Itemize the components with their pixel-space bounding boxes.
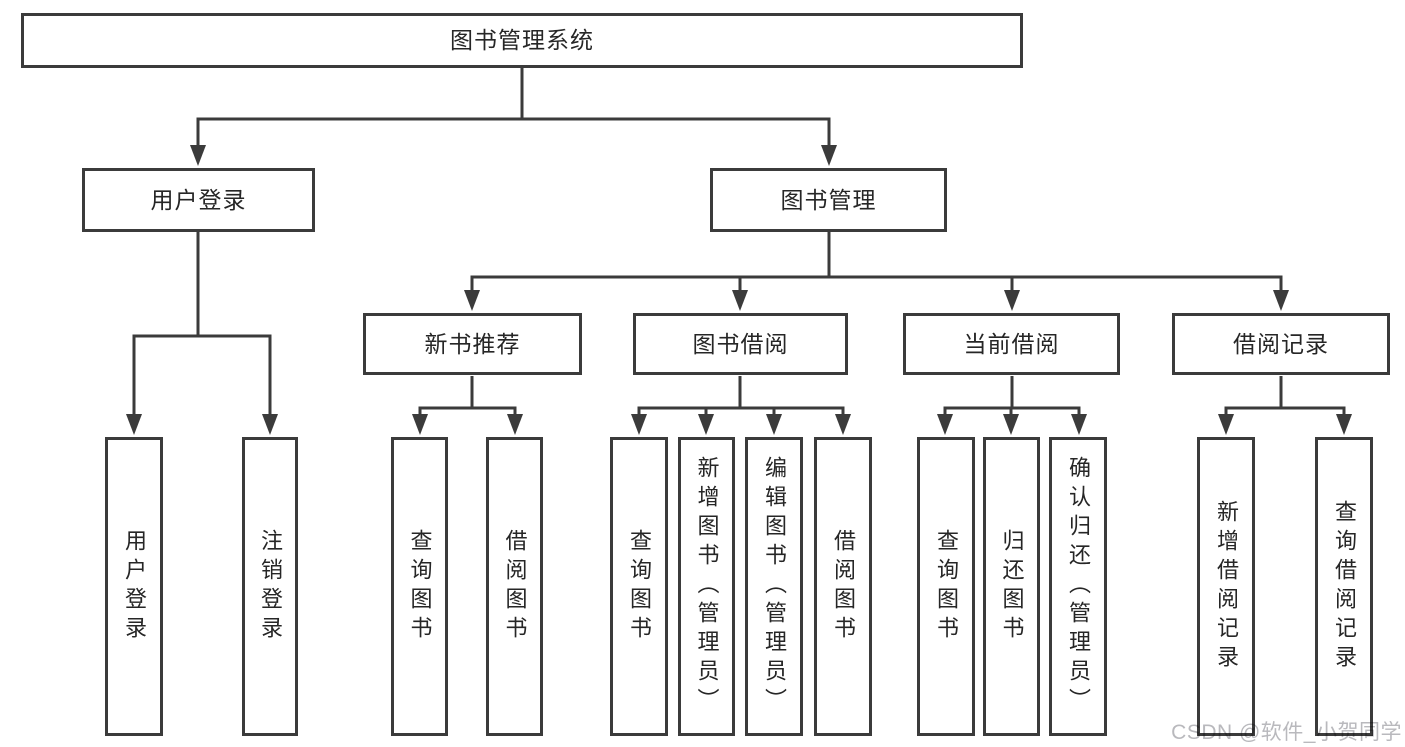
leaf-cur-return-books: 归还图书 [983, 437, 1040, 736]
edge-bor-children [637, 376, 845, 420]
leaf-rec-query-books: 查询图书 [391, 437, 448, 736]
edge-rec-children [418, 376, 517, 420]
leaf-bor-query-books-label: 查询图书 [627, 528, 652, 645]
leaf-user-login-label: 用户登录 [122, 528, 147, 645]
leaf-hist-add-record: 新增借阅记录 [1197, 437, 1255, 736]
node-new-book-recommend: 新书推荐 [363, 313, 582, 375]
edge-login-children [132, 232, 272, 420]
node-current-borrow: 当前借阅 [903, 313, 1120, 375]
edge-root-to-level2 [196, 68, 831, 150]
csdn-watermark: CSDN @软件_小贺同学 [1171, 721, 1402, 744]
node-book-borrow: 图书借阅 [633, 313, 848, 375]
leaf-bor-add-books-admin-label: 新增图书（管理员） [694, 456, 720, 717]
node-user-login: 用户登录 [82, 168, 315, 232]
leaf-hist-add-record-label: 新增借阅记录 [1214, 499, 1239, 674]
node-book-borrow-label: 图书借阅 [692, 330, 789, 357]
leaf-logout: 注销登录 [242, 437, 298, 736]
node-root-label: 图书管理系统 [450, 27, 594, 53]
leaf-logout-label: 注销登录 [258, 528, 283, 645]
node-book-management: 图书管理 [710, 168, 947, 232]
node-root: 图书管理系统 [21, 13, 1023, 68]
leaf-rec-borrow-books: 借阅图书 [486, 437, 543, 736]
leaf-rec-borrow-books-label: 借阅图书 [502, 528, 528, 645]
edge-hist-children [1224, 376, 1346, 420]
arrowheads [126, 145, 1352, 435]
node-borrow-records: 借阅记录 [1172, 313, 1390, 375]
leaf-cur-query-books: 查询图书 [917, 437, 975, 736]
leaf-cur-query-books-label: 查询图书 [934, 528, 959, 645]
edge-cur-children [943, 376, 1081, 420]
leaf-bor-borrow-books: 借阅图书 [814, 437, 872, 736]
node-new-book-recommend-label: 新书推荐 [424, 330, 521, 357]
node-user-login-label: 用户登录 [150, 186, 247, 213]
leaf-rec-query-books-label: 查询图书 [407, 528, 433, 645]
leaf-hist-query-record: 查询借阅记录 [1315, 437, 1373, 736]
leaf-bor-borrow-books-label: 借阅图书 [831, 528, 856, 645]
leaf-user-login: 用户登录 [105, 437, 163, 736]
node-book-management-label: 图书管理 [780, 186, 877, 213]
leaf-cur-confirm-return-admin-label: 确认归还（管理员） [1066, 456, 1091, 717]
leaf-bor-add-books-admin: 新增图书（管理员） [678, 437, 735, 736]
leaf-hist-query-record-label: 查询借阅记录 [1332, 499, 1357, 674]
node-current-borrow-label: 当前借阅 [963, 330, 1060, 357]
edge-mgmt-to-level3 [470, 232, 1283, 295]
leaf-bor-edit-books-admin: 编辑图书（管理员） [745, 437, 803, 736]
leaf-bor-query-books: 查询图书 [610, 437, 668, 736]
node-borrow-records-label: 借阅记录 [1233, 330, 1329, 357]
leaf-cur-return-books-label: 归还图书 [999, 528, 1025, 645]
leaf-bor-edit-books-admin-label: 编辑图书（管理员） [762, 456, 787, 717]
leaf-cur-confirm-return-admin: 确认归还（管理员） [1049, 437, 1107, 736]
